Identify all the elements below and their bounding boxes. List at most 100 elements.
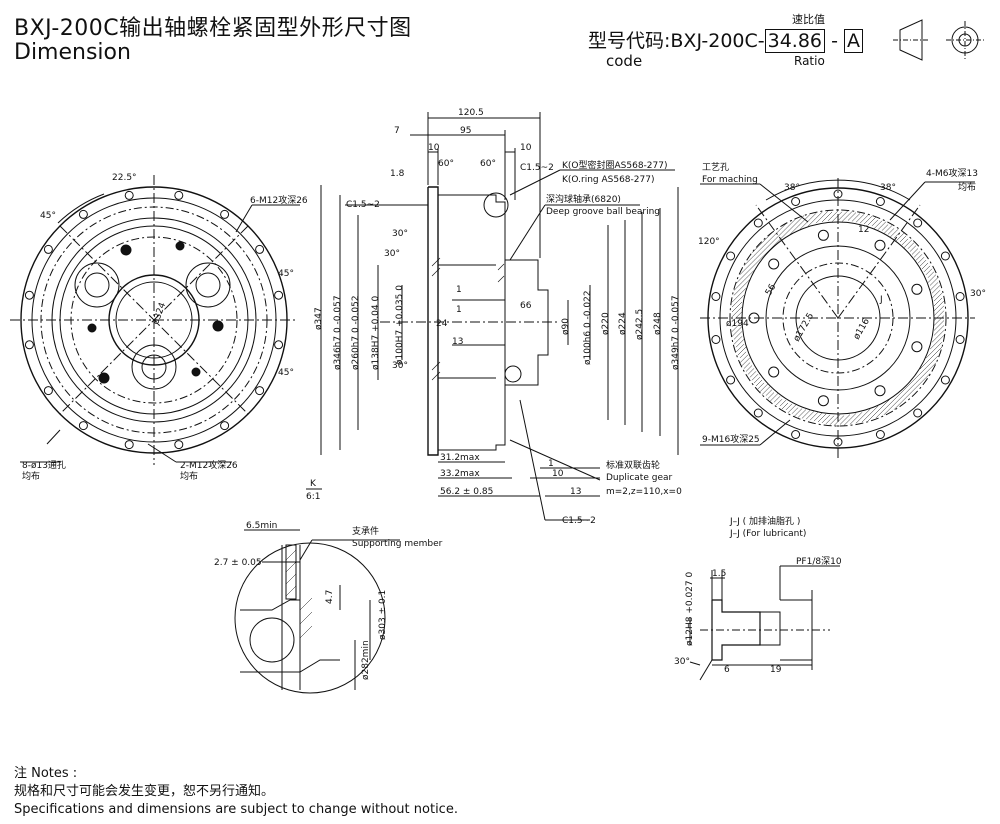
sec-dim-312max: 31.2max [440, 453, 480, 463]
sec-dim-7: 7 [394, 126, 400, 136]
right-hatch-line [929, 282, 939, 291]
right-bolt-hole [955, 335, 965, 344]
right-angle-30: 30° [970, 289, 986, 299]
j-title-en: J–J (For lubricant) [729, 529, 806, 539]
right-hatch-line [911, 392, 917, 397]
right-hatch-line [867, 216, 877, 226]
right-angle-38b: 38° [880, 183, 896, 193]
right-hatch-line [759, 383, 769, 392]
right-hatch-line [739, 354, 749, 363]
j-title-cn: J–J ( 加排油脂孔 ) [729, 515, 800, 527]
right-hatch-line [765, 389, 773, 396]
right-hatch-line [877, 221, 887, 230]
ratio-label-cn: 速比值 [792, 13, 825, 26]
detail-j-view [689, 565, 840, 681]
sec-angle-60a: 60° [438, 159, 454, 169]
right-hatch-line [733, 331, 743, 340]
right-hatch-line [735, 343, 745, 353]
right-hatch-line [731, 311, 743, 322]
right-hatch-line [881, 224, 889, 231]
right-hatch-line [751, 374, 759, 381]
left-bolt-hole [124, 440, 134, 450]
right-hatch-line [903, 239, 913, 248]
sec-gear-params: m=2,z=110,x=0 [606, 487, 682, 497]
left-holes-even: 均布 [22, 470, 40, 482]
right-hatch-line [833, 415, 845, 426]
sec-bearing-en: Deep groove ball bearing [546, 207, 660, 217]
right-hatch-line [847, 212, 857, 221]
right-hatch-line [745, 365, 753, 372]
sec-dim-100h7: ø100H7 +0.035 0 [395, 285, 405, 365]
right-process-hole-cn: 工艺孔 [702, 162, 729, 173]
title-chinese: BXJ-200C输出轴螺栓紧固型外形尺寸图 [14, 16, 412, 41]
right-hatch-line [925, 268, 933, 275]
right-hatch-line [807, 212, 823, 227]
sec-dim-260h7: ø260h7 0 -0.052 [351, 295, 361, 370]
right-dim-12: 12 [858, 225, 869, 235]
right-hatch-line [933, 310, 945, 321]
right-hatch-line [855, 214, 865, 223]
left-bolt-hole [220, 209, 230, 219]
sec-dim-138h7: ø138H7 +0.04 0 [371, 296, 381, 370]
left-bolt-hole [124, 190, 134, 200]
j-pf: PF1/8深10 [796, 556, 842, 567]
right-hatch-line [825, 415, 835, 424]
right-m16-hole [748, 312, 760, 324]
right-hatch-line [743, 223, 787, 266]
sec-dim-1205: 120.5 [458, 108, 484, 118]
right-hatch-line [775, 399, 783, 406]
right-end-view [700, 178, 975, 458]
right-hatch-line [731, 306, 743, 318]
j-dim-19: 19 [770, 665, 782, 675]
left-bolt-hole [174, 440, 184, 450]
sec-dim-346h7: ø346h7 0 -0.057 [333, 295, 343, 370]
left-bolt-hole [220, 421, 230, 431]
sec-dim-332max: 33.2max [440, 469, 480, 479]
right-m16-hole [874, 385, 886, 397]
right-hatch-line [751, 232, 773, 253]
sec-dim-100h6: ø100h6 0 -0.022 [583, 290, 593, 365]
k-dim-47: 4.7 [325, 590, 335, 604]
sec-chamfer-left: C1.5~2 [346, 200, 380, 210]
right-bolt-hole [711, 292, 721, 301]
sec-dim-10-bottom: 10 [552, 469, 564, 479]
right-m16-hole [911, 341, 923, 353]
left-holes-callout: 8-ø13通孔 [22, 460, 66, 471]
right-hatch-line [931, 285, 941, 294]
right-hatch-line [793, 408, 803, 417]
sec-kring-en: K(O.ring AS568-277) [562, 175, 654, 185]
notes-block: 注 Notes : 规格和尺寸可能会发生变更，恕不另行通知。 Specifica… [14, 765, 458, 819]
right-hatch-line [899, 235, 907, 243]
right-hatch-line [829, 414, 841, 425]
j-dim-15: 1.5 [712, 569, 726, 579]
right-bolt-hole [913, 408, 923, 418]
sec-kring-cn: K(O型密封圈AS568-277) [562, 159, 667, 171]
right-hatch-line [867, 398, 891, 422]
sec-dim-66: 66 [520, 301, 532, 311]
left-bolt-hole [78, 421, 88, 431]
sec-dim-10a: 10 [428, 143, 440, 153]
left-angle-top: 22.5° [112, 173, 137, 183]
left-front-view [10, 175, 300, 465]
sec-dim-1a: 1 [456, 285, 462, 295]
left-bolt-hole [24, 340, 34, 350]
left-angle-low: 45° [278, 368, 294, 378]
right-j-label: J [879, 295, 883, 305]
notes-heading: 注 Notes : [14, 766, 78, 781]
right-hatch-line [873, 220, 883, 229]
right-hatch-line [781, 402, 789, 410]
right-hatch-line [733, 336, 743, 345]
sec-gear-cn: 标准双联齿轮 [606, 459, 660, 471]
type-code-box: A [843, 29, 863, 53]
sec-dim-13-bottom: 13 [570, 487, 581, 497]
left-bolt-hole [43, 386, 53, 396]
sec-dim-224: ø224 [618, 312, 628, 335]
sec-angle-30a: 30° [392, 229, 408, 239]
right-hatch-line [911, 248, 919, 255]
left-bolt-hole [274, 340, 284, 350]
j-dim-6: 6 [724, 665, 730, 675]
right-hatch-line [785, 403, 793, 411]
right-hatch-line [895, 232, 905, 242]
right-hatch-line [917, 257, 925, 264]
